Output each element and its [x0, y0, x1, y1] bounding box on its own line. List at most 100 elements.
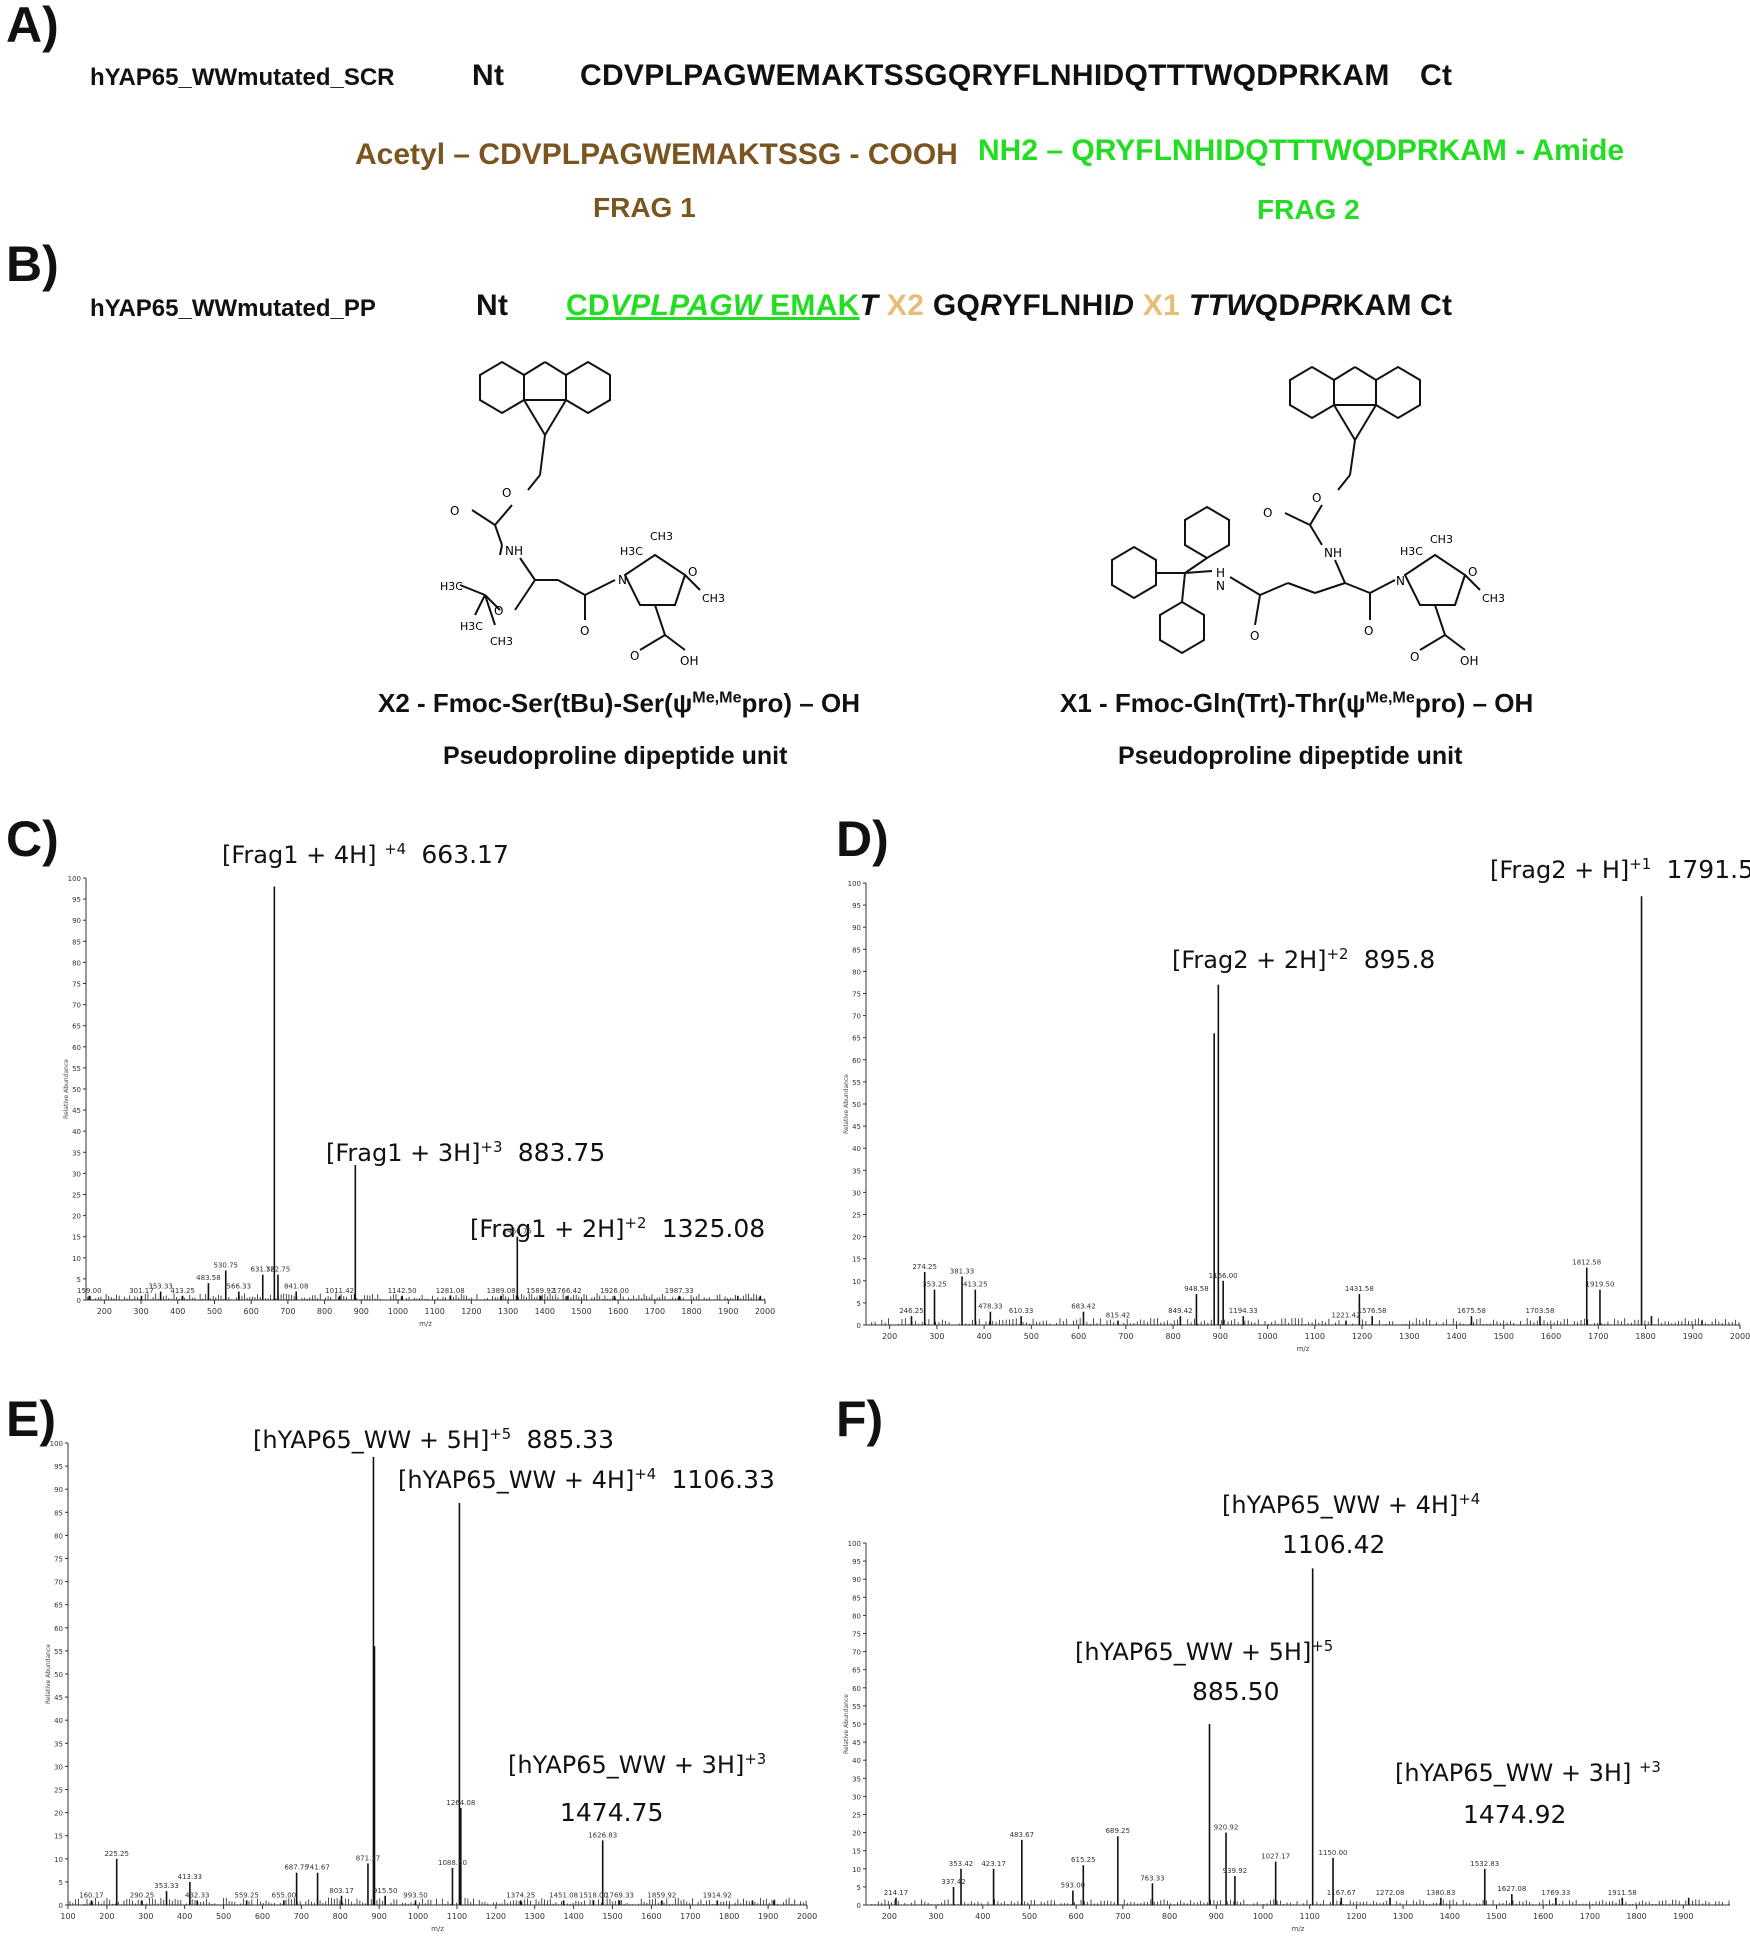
spectrum-d: 0510152025303540455055606570758085909510… — [843, 880, 1750, 1353]
peak-label: 1194.33 — [1229, 1307, 1258, 1315]
panel-b-letter: B) — [6, 236, 59, 292]
annotation-f-5h: [hYAP65_WW + 5H]+5 — [1075, 1637, 1333, 1666]
spectrum-c: 0510152025303540455055606570758085909510… — [63, 875, 775, 1328]
peak-label: 1987.33 — [665, 1287, 694, 1295]
peak-label: 160.17 — [79, 1891, 104, 1899]
y-tick-label: 10 — [852, 1866, 861, 1874]
x-tick-label: 1100 — [1299, 1912, 1319, 1921]
peak-label: 1626.83 — [588, 1831, 617, 1839]
frag2-label: FRAG 2 — [1257, 194, 1360, 225]
y-tick-label: 35 — [54, 1740, 63, 1748]
x1-atom-h3c: H3C — [1400, 545, 1423, 558]
peak-label: 159.00 — [77, 1287, 102, 1295]
x2-atom-ch3: CH3 — [490, 635, 513, 648]
peak-label: 1627.08 — [1497, 1885, 1526, 1893]
y-tick-label: 85 — [54, 1509, 63, 1517]
x2-caption-end: pro) – OH — [741, 688, 860, 718]
x-tick-label: 900 — [1209, 1912, 1224, 1921]
baseline-noise — [867, 1317, 1740, 1325]
x2-atom-n: N — [618, 573, 627, 587]
x1-atom-oh: OH — [1460, 654, 1478, 668]
panel-c-letter: C) — [6, 811, 59, 867]
x-axis-title: m/z — [419, 1320, 432, 1328]
x-tick-label: 1800 — [719, 1912, 739, 1921]
x-tick-label: 1700 — [1588, 1332, 1608, 1341]
x2-atom-o4: O — [580, 624, 589, 638]
annotation-f-5h-value: 885.50 — [1192, 1677, 1280, 1706]
annotation-e-1-label: [hYAP65_WW + 5H] — [253, 1426, 490, 1454]
peak-label: 1926.00 — [600, 1287, 629, 1295]
annotation-f-4h: [hYAP65_WW + 4H]+4 — [1222, 1490, 1480, 1519]
x1-atom-o6: O — [1410, 650, 1419, 664]
y-tick-label: 75 — [72, 981, 81, 989]
peak-label: 413.33 — [178, 1873, 203, 1881]
annotation-e-2-charge: +4 — [634, 1465, 657, 1483]
peak-label: 381.33 — [950, 1267, 975, 1275]
peak-label: 631.58 — [251, 1266, 276, 1274]
x-tick-label: 700 — [1115, 1912, 1130, 1921]
annotation-e-4h: [hYAP65_WW + 4H]+4 1106.33 — [398, 1465, 775, 1494]
x1-caption-sup: Me,Me — [1365, 688, 1415, 707]
x-tick-label: 1500 — [1494, 1332, 1514, 1341]
peak-label: 1460.75 — [503, 1228, 532, 1236]
peak-label: 290.25 — [130, 1891, 155, 1899]
y-tick-label: 50 — [852, 1721, 861, 1729]
peak-label: 939.92 — [1223, 1867, 1248, 1875]
x-tick-label: 1400 — [1446, 1332, 1466, 1341]
peak-label: 1703.58 — [1525, 1307, 1554, 1315]
annotation-e-3h-value: 1474.75 — [560, 1798, 664, 1827]
y-tick-label: 65 — [54, 1602, 63, 1610]
annotation-e-1-value: 885.33 — [526, 1425, 614, 1454]
seq-ttw: TTW — [1188, 289, 1255, 322]
peak-label: 1011.42 — [325, 1287, 354, 1295]
y-tick-label: 20 — [852, 1830, 861, 1838]
x-tick-label: 1100 — [424, 1307, 444, 1316]
annotation-d-2-charge: +2 — [1326, 945, 1349, 963]
y-tick-label: 5 — [59, 1879, 63, 1887]
x1-atom-n: N — [1216, 579, 1225, 593]
x-tick-label: 200 — [97, 1307, 112, 1316]
seq-green-emak: EMAK — [761, 289, 860, 322]
y-tick-label: 100 — [50, 1440, 63, 1448]
annotation-d-frag2-1h: [Frag2 + H]+1 1791.58 — [1490, 855, 1750, 884]
x-tick-label: 400 — [976, 1332, 991, 1341]
y-tick-label: 45 — [54, 1694, 63, 1702]
panel-a-letter: A) — [6, 0, 59, 53]
peak-label: 1027.17 — [1261, 1853, 1290, 1861]
x1-atom-ch3: CH3 — [1430, 533, 1453, 546]
y-tick-label: 20 — [72, 1213, 81, 1221]
peak-label: 610.33 — [1009, 1307, 1034, 1315]
x-tick-label: 1900 — [1673, 1912, 1693, 1921]
peak-label: 1911.58 — [1608, 1889, 1637, 1897]
x-tick-label: 1600 — [641, 1912, 661, 1921]
x-axis-title: m/z — [431, 1925, 444, 1933]
peak-label: 1451.08 — [549, 1891, 578, 1899]
peak-label: 803.17 — [329, 1887, 354, 1895]
x2-atom-oh: OH — [680, 654, 698, 668]
x-tick-label: 500 — [207, 1307, 222, 1316]
x-tick-label: 1400 — [1440, 1912, 1460, 1921]
y-tick-label: 0 — [857, 1322, 861, 1330]
x-tick-label: 1100 — [447, 1912, 467, 1921]
peak-label: 920.92 — [1214, 1824, 1239, 1832]
x2-atom-o5: O — [688, 565, 697, 579]
panel-b-sequence-name: hYAP65_WWmutated_PP — [90, 295, 376, 322]
peak-label: 530.75 — [213, 1261, 238, 1269]
x-tick-label: 700 — [294, 1912, 309, 1921]
y-tick-label: 60 — [72, 1044, 81, 1052]
y-tick-label: 0 — [857, 1902, 861, 1910]
annotation-d-2-value: 895.8 — [1363, 945, 1436, 974]
x-tick-label: 400 — [975, 1912, 990, 1921]
baseline-noise — [867, 1899, 1730, 1905]
y-tick-label: 45 — [852, 1739, 861, 1747]
y-tick-label: 85 — [852, 1594, 861, 1602]
x-tick-label: 2000 — [755, 1307, 775, 1316]
x-tick-label: 2000 — [797, 1912, 817, 1921]
y-tick-label: 100 — [848, 880, 861, 888]
x-tick-label: 1800 — [681, 1307, 701, 1316]
y-tick-label: 15 — [852, 1256, 861, 1264]
peak-label: 337.42 — [941, 1878, 966, 1886]
x-tick-label: 800 — [1162, 1912, 1177, 1921]
y-tick-label: 95 — [852, 902, 861, 910]
peak-label: 1766.42 — [553, 1287, 582, 1295]
